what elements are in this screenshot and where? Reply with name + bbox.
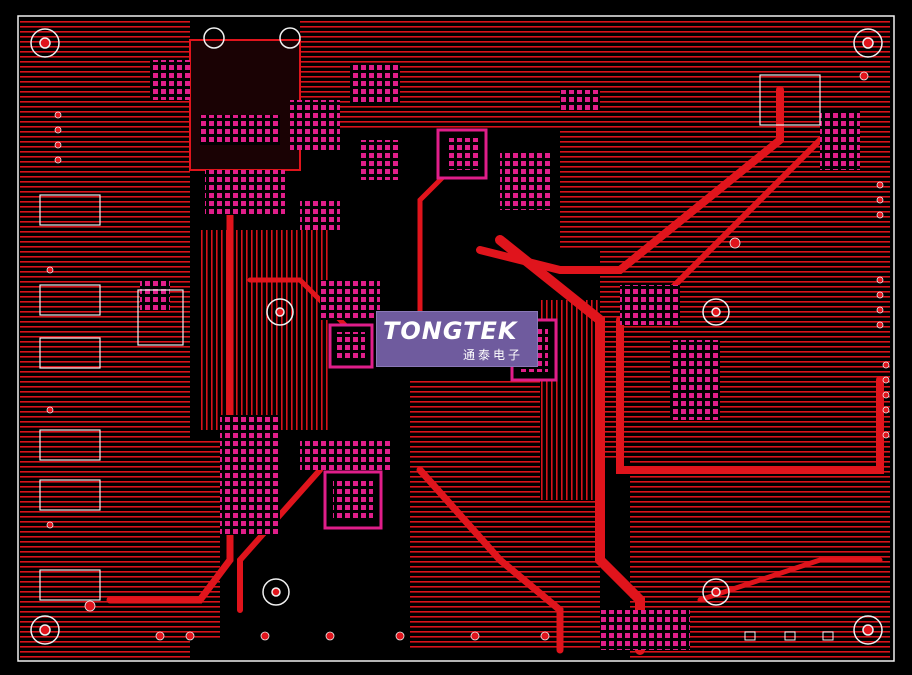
test-pads bbox=[744, 631, 834, 641]
connector-icon bbox=[39, 74, 821, 601]
copper-pour bbox=[189, 39, 301, 171]
tongtek-logo: TONGTEK 通泰电子 bbox=[376, 311, 538, 367]
logo-subtitle-text: 通泰电子 bbox=[463, 348, 524, 362]
trace-fields bbox=[20, 18, 890, 660]
logo-brand-text: TONGTEK bbox=[383, 317, 518, 345]
mounting-hole-icon bbox=[30, 27, 883, 645]
via-icon bbox=[46, 71, 890, 641]
component-pads bbox=[140, 60, 860, 650]
